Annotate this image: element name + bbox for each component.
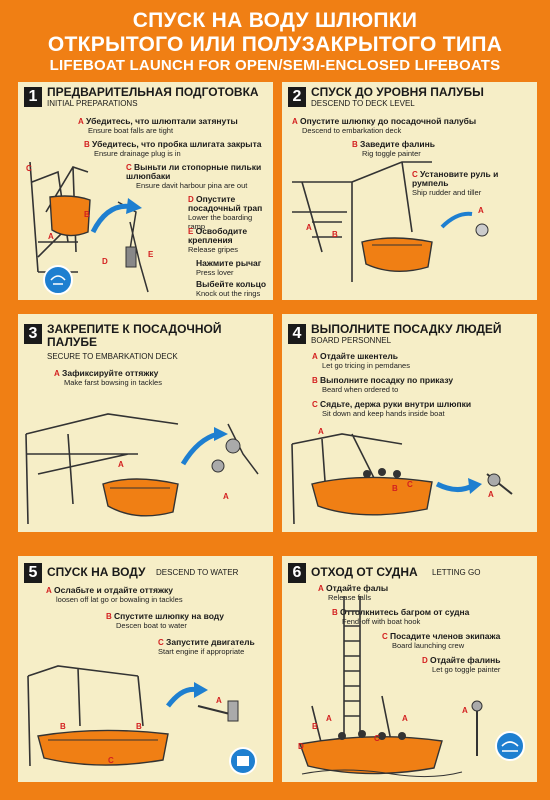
panel-number: 3 (24, 324, 42, 344)
step-a: A Зафиксируйте оттяжку Make farst bowsin… (54, 368, 162, 388)
panel-title-en: INITIAL PREPARATIONS (47, 99, 138, 108)
callout-b-right: B (136, 722, 142, 731)
davit-illustration (25, 413, 259, 525)
callout-a: A (118, 460, 124, 469)
launch-illustration (27, 665, 257, 775)
step-a: A Ослабьте и отдайте оттяжку loosen off … (46, 585, 183, 605)
callout-a: A (48, 232, 54, 241)
callout-d: D (298, 742, 304, 751)
callout-a-detail: A (488, 490, 494, 499)
panel-title-ru: ВЫПОЛНИТЕ ПОСАДКУ ЛЮДЕЙ (311, 322, 502, 336)
panel-3-secure-deck: 3 ЗАКРЕПИТЕ К ПОСАДОЧНОЙ ПАЛУБЕ SECURE T… (18, 314, 273, 532)
step-d: D Опустите посадочный трап Lower the boa… (188, 194, 263, 232)
panel-6-letting-go: 6 ОТХОД ОТ СУДНА LETTING GO A Отдайте фа… (282, 556, 537, 782)
step-c: C Посадите членов экипажа Board launchin… (382, 631, 501, 651)
davit-illustration (29, 161, 149, 295)
panel-title-en: DESCEND TO DECK LEVEL (311, 99, 415, 108)
callout-b: B (392, 484, 398, 493)
callout-d: D (102, 257, 108, 266)
callout-b: B (84, 210, 90, 219)
callout-a: A (216, 696, 222, 705)
panel-title-en: BOARD PERSONNEL (311, 336, 392, 345)
panel-title-ru: ОТХОД ОТ СУДНА (311, 565, 418, 579)
step-a: A Убедитесь, что шлюптали затянуты Ensur… (78, 116, 238, 136)
step-b: B Оттолкнитесь багром от судна Fend-off … (332, 607, 470, 627)
callout-a-detail: A (462, 706, 468, 715)
panel-title-ru: СПУСК ДО УРОВНЯ ПАЛУБЫ (311, 85, 484, 99)
panel-number: 4 (288, 324, 306, 344)
panel-title-en: LETTING GO (432, 568, 481, 577)
poster-header: СПУСК НА ВОДУ ШЛЮПКИ ОТКРЫТОГО ИЛИ ПОЛУЗ… (0, 0, 550, 78)
panel-title-ru: ЗАКРЕПИТЕ К ПОСАДОЧНОЙ ПАЛУБЕ (47, 322, 222, 349)
callout-b: B (332, 230, 338, 239)
step-a: A Отдайте фалы Release falls (318, 583, 389, 603)
panel-title-en: DESCEND TO WATER (156, 568, 239, 577)
callout-a-detail: A (478, 206, 484, 215)
panel-title-en: SECURE TO EMBARKATION DECK (47, 352, 178, 361)
step-a: A Опустите шлюпку до посадочной палубы D… (292, 116, 477, 136)
panel-number: 2 (288, 87, 306, 107)
step-c: C Выньти ли стопорные пильки шлюпбаки En… (126, 162, 262, 191)
step-b: B Спустите шлюпку на воду Descen boat to… (106, 611, 225, 631)
panel-2-descend-deck: 2 СПУСК ДО УРОВНЯ ПАЛУБЫ DESCEND TO DECK… (282, 82, 537, 300)
panel-number: 6 (288, 563, 306, 583)
callout-c: C (108, 756, 114, 765)
panel-title-ru: СПУСК НА ВОДУ (47, 565, 146, 579)
panel-4-board-personnel: 4 ВЫПОЛНИТЕ ПОСАДКУ ЛЮДЕЙ BOARD PERSONNE… (282, 314, 537, 532)
callout-a: A (306, 223, 312, 232)
step-c: C Установите руль и румпель Ship rudder … (412, 169, 499, 198)
callout-a-left: A (326, 714, 332, 723)
callout-c: C (26, 164, 32, 173)
step-e: E Освободите крепления Release gripes (188, 226, 248, 255)
callout-c: C (407, 480, 413, 489)
title-ru-line1: СПУСК НА ВОДУ ШЛЮПКИ (132, 9, 418, 32)
callout-e: E (148, 250, 154, 259)
panel-title-ru: ПРЕДВАРИТЕЛЬНАЯ ПОДГОТОВКА (47, 85, 259, 99)
step-b: B Заведите фалинь Rig toggle painter (352, 139, 435, 159)
callout-b-left: B (60, 722, 66, 731)
callout-a: A (318, 427, 324, 436)
step-b: B Выполните посадку по приказу Beard whe… (312, 375, 454, 395)
title-ru-line2: ОТКРЫТОГО ИЛИ ПОЛУЗАКРЫТОГО ТИПА (47, 33, 503, 56)
panel-number: 1 (24, 87, 42, 107)
panel-1-initial-preparations: 1 ПРЕДВАРИТЕЛЬНАЯ ПОДГОТОВКА INITIAL PRE… (18, 82, 273, 300)
letting-go-illustration (299, 596, 525, 778)
step-d: D Отдайте фалинь Let go toggle painter (422, 655, 501, 675)
davit-illustration (292, 161, 489, 282)
step-b: B Убедитесь, что пробка шлигата закрыта … (84, 139, 262, 159)
callout-b: B (312, 722, 318, 731)
boarding-illustration (291, 433, 513, 525)
panel-5-descend-water: 5 СПУСК НА ВОДУ DESCEND TO WATER A Ослаб… (18, 556, 273, 782)
step-c: C Запустите двигатель Start engine if ap… (158, 637, 255, 657)
callout-a-detail: A (223, 492, 229, 501)
callout-c: C (374, 734, 380, 743)
step-a: A Отдайте шкентель Let go tricing in pem… (312, 351, 410, 371)
panel-number: 5 (24, 563, 42, 583)
callout-a-right: A (402, 714, 408, 723)
step-c: C Сядьте, держа руки внутри шлюпки Sit d… (312, 399, 472, 419)
title-en: LIFEBOAT LAUNCH FOR OPEN/SEMI-ENCLOSED L… (49, 57, 501, 74)
